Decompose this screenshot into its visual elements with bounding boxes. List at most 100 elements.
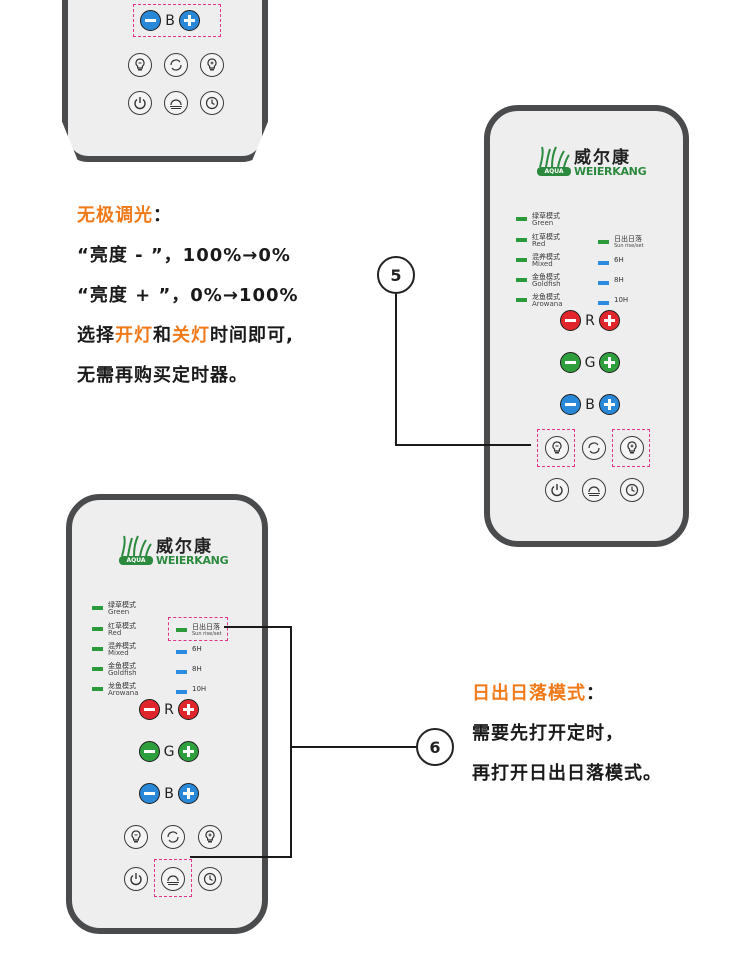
- blue-plus-button[interactable]: [599, 394, 620, 415]
- blue-minus-button[interactable]: [139, 783, 160, 804]
- cycle-icon: [167, 831, 179, 843]
- dimming-line-3-e: 时间即可,: [210, 325, 294, 346]
- blue-minus-button[interactable]: [140, 10, 161, 31]
- blue-channel-row: B: [560, 394, 620, 415]
- brightness-down-button[interactable]: [128, 53, 152, 77]
- power-icon: [134, 97, 146, 110]
- red-plus-button[interactable]: [178, 699, 199, 720]
- sunrise-colon: ：: [586, 683, 605, 704]
- bulb-minus-icon: [135, 58, 145, 71]
- highlight-box: [133, 4, 221, 37]
- callout-6-line-horizontal: [290, 746, 418, 748]
- red-minus-button[interactable]: [560, 310, 581, 331]
- sunrise-description: 日出日落模式： 需要先打开定时， 再打开日出日落模式。: [472, 674, 662, 794]
- channel-b-label: B: [164, 785, 174, 802]
- timer-button[interactable]: [198, 867, 222, 891]
- power-button[interactable]: [128, 91, 152, 115]
- aqua-badge: AQUA: [119, 556, 153, 565]
- brightness-down-button[interactable]: [545, 436, 569, 460]
- grass-icon: [121, 535, 152, 557]
- clock-icon: [205, 96, 219, 110]
- clock-icon: [625, 483, 639, 497]
- mode-button[interactable]: [582, 436, 606, 460]
- red-plus-button[interactable]: [599, 310, 620, 331]
- channel-g-label: G: [163, 743, 175, 760]
- brand-name-cn: 威尔康: [574, 148, 631, 168]
- highlight-box-sunrise-indicator: [168, 617, 228, 641]
- blue-channel-row: B: [139, 783, 199, 804]
- brightness-up-button[interactable]: [200, 53, 224, 77]
- blue-plus-button[interactable]: [178, 783, 199, 804]
- timer-8h-indicator: 8H: [598, 277, 624, 285]
- callout-6-line-vertical: [290, 626, 292, 858]
- timer-6h-indicator: 6H: [176, 646, 202, 654]
- dimming-line-2: “亮度 + ”，0%→100%: [77, 285, 299, 306]
- red-minus-button[interactable]: [139, 699, 160, 720]
- green-plus-button[interactable]: [599, 352, 620, 373]
- brand-name-en: WEIERKANG: [156, 554, 229, 567]
- remote-partial: B: [62, 0, 268, 162]
- power-icon: [130, 873, 142, 886]
- sunrise-button[interactable]: [582, 478, 606, 502]
- timer-button[interactable]: [620, 478, 644, 502]
- timer-button[interactable]: [200, 91, 224, 115]
- mode-button[interactable]: [164, 53, 188, 77]
- power-icon: [551, 484, 563, 497]
- highlight-box-brightness-down: [537, 429, 575, 467]
- sunrise-line-2: 再打开日出日落模式。: [472, 763, 662, 784]
- power-button[interactable]: [124, 867, 148, 891]
- cycle-icon: [588, 442, 600, 454]
- sunrise-icon: [170, 99, 182, 109]
- sunrise-button[interactable]: [164, 91, 188, 115]
- callout-6: 6: [416, 728, 454, 766]
- sunrise-line-1: 需要先打开定时，: [472, 723, 624, 744]
- clock-icon: [203, 872, 217, 886]
- grass-icon: [539, 146, 570, 168]
- sunrise-title: 日出日落模式: [472, 683, 586, 704]
- dimming-line-3-on: 开灯: [115, 325, 153, 346]
- timer-10h-indicator: 10H: [598, 297, 628, 305]
- sunrise-button[interactable]: [161, 867, 185, 891]
- dimming-description: 无极调光： “亮度 - ”，100%→0% “亮度 + ”，0%→100% 选择…: [77, 196, 299, 396]
- dimming-title: 无极调光: [77, 205, 153, 226]
- cycle-icon: [170, 59, 182, 71]
- channel-b-label: B: [585, 396, 595, 413]
- sunrise-icon: [167, 875, 179, 885]
- brightness-up-button[interactable]: [620, 436, 644, 460]
- bulb-plus-icon: [627, 441, 637, 454]
- green-minus-button[interactable]: [139, 741, 160, 762]
- channel-b-label: B: [165, 12, 175, 29]
- dimming-line-1: “亮度 - ”，100%→0%: [77, 245, 291, 266]
- dimming-colon: ：: [153, 205, 172, 226]
- green-minus-button[interactable]: [560, 352, 581, 373]
- aqua-badge: AQUA: [537, 167, 571, 176]
- brightness-up-button[interactable]: [198, 825, 222, 849]
- blue-minus-button[interactable]: [560, 394, 581, 415]
- callout-5-line-vertical: [395, 294, 397, 446]
- green-plus-button[interactable]: [178, 741, 199, 762]
- callout-6-line-bottom: [190, 856, 292, 858]
- green-channel-row: G: [139, 741, 199, 762]
- bulb-minus-icon: [552, 441, 562, 454]
- bulb-plus-icon: [205, 830, 215, 843]
- brightness-down-button[interactable]: [124, 825, 148, 849]
- timer-10h-indicator: 10H: [176, 686, 206, 694]
- power-button[interactable]: [545, 478, 569, 502]
- blue-plus-button[interactable]: [179, 10, 200, 31]
- bulb-minus-icon: [131, 830, 141, 843]
- highlight-box-brightness-up: [612, 429, 650, 467]
- channel-r-label: R: [164, 701, 174, 718]
- mode-button[interactable]: [161, 825, 185, 849]
- highlight-box-sunrise-button: [154, 859, 192, 897]
